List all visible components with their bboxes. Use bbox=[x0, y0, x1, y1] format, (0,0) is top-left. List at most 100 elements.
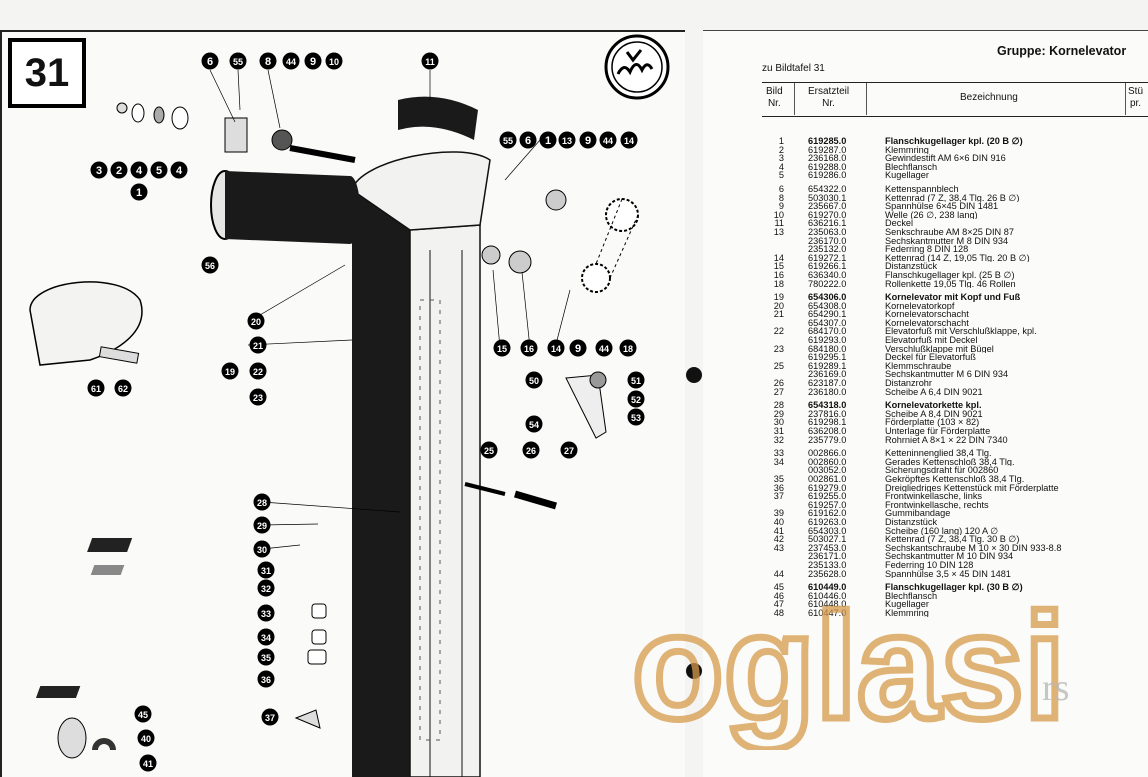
cell-bezeichnung: Kettenrad (14 Z, 19,05 Tlg. 20 B ∅) bbox=[885, 253, 1030, 263]
cell-ersatzteil: 619295.1 bbox=[808, 352, 847, 363]
cell-ersatzteil: 236171.0 bbox=[808, 551, 847, 562]
cell-ersatzteil: 654306.0 bbox=[808, 292, 847, 303]
callout-1: 1 bbox=[130, 183, 148, 201]
cell-bezeichnung: Verschlußklappe mit Bügel bbox=[885, 344, 994, 354]
punch-hole bbox=[686, 663, 702, 679]
cell-bezeichnung: Rollenkette 19,05 Tlg. 46 Rollen bbox=[885, 279, 1016, 289]
column-header-bild: Bild Nr. bbox=[766, 86, 783, 110]
group-title: Gruppe: Kornelevator bbox=[997, 44, 1127, 58]
column-divider bbox=[866, 83, 867, 115]
cell-ersatzteil: 619279.0 bbox=[808, 482, 847, 493]
column-header-line: Ersatzteil bbox=[808, 86, 850, 97]
cell-bezeichnung: Gerades Kettenschloß 38,4 Tlg. bbox=[885, 457, 1015, 467]
cell-ersatzteil: 619270.0 bbox=[808, 209, 847, 220]
cell-bezeichnung: Deckel für Elevatorfuß bbox=[885, 353, 976, 362]
cell-bezeichnung: Scheibe (160 lang) 120 A ∅ bbox=[885, 526, 999, 536]
callout-55: 55 bbox=[499, 131, 517, 149]
cell-bezeichnung: Ketteninnenglied 38,4 Tlg. bbox=[885, 449, 992, 458]
svg-text:6: 6 bbox=[207, 56, 213, 68]
column-header-bezeichnung: Bezeichnung bbox=[960, 92, 1018, 103]
table-row: 619295.1 Deckel für Elevatorfuß bbox=[762, 353, 1148, 362]
svg-text:4: 4 bbox=[136, 165, 143, 177]
svg-text:55: 55 bbox=[233, 57, 243, 67]
callout-33: 33 bbox=[257, 604, 275, 622]
cell-bezeichnung: Unterlage für Förderplatte bbox=[885, 427, 991, 436]
callout-52: 52 bbox=[627, 390, 645, 408]
cell-bezeichnung: Rohrniet A 8×1 × 22 DIN 7340 bbox=[885, 435, 1008, 445]
svg-text:6: 6 bbox=[525, 135, 531, 147]
claas-logo bbox=[604, 34, 670, 100]
sprocket-parts bbox=[481, 189, 639, 293]
cell-ersatzteil: 235628.0 bbox=[808, 568, 847, 579]
cell-bild: 14 bbox=[773, 252, 784, 263]
parts-list-sheet bbox=[703, 30, 1148, 777]
cell-bild: 32 bbox=[773, 434, 784, 445]
cell-ersatzteil: 636216.1 bbox=[808, 218, 847, 229]
cell-bild: 28 bbox=[773, 400, 784, 411]
callout-13: 13 bbox=[558, 131, 576, 149]
cell-bild: 41 bbox=[773, 525, 784, 536]
cell-bild: 16 bbox=[773, 269, 784, 280]
callout-35: 35 bbox=[257, 648, 275, 666]
svg-text:20: 20 bbox=[251, 317, 261, 327]
svg-text:23: 23 bbox=[253, 393, 263, 403]
callout-44: 44 bbox=[282, 52, 300, 70]
cell-bezeichnung: Förderplatte (103 × 82) bbox=[885, 418, 980, 427]
callout-16: 16 bbox=[520, 339, 538, 357]
cell-bezeichnung: Scheibe A 6,4 DIN 9021 bbox=[885, 387, 983, 397]
callout-36: 36 bbox=[257, 670, 275, 688]
elevator-shaft bbox=[351, 151, 491, 777]
cell-bezeichnung: Flanschkugellager kpl. (25 B ∅) bbox=[885, 270, 1015, 280]
callout-11: 11 bbox=[421, 52, 439, 70]
cell-bild: 1 bbox=[778, 136, 784, 146]
cell-bild: 4 bbox=[778, 161, 784, 172]
cell-bezeichnung: Kettenrad (7 Z, 38,4 Tlg. 30 B ∅) bbox=[885, 535, 1020, 544]
cell-bezeichnung: Frontwinkellasche, rechts bbox=[885, 500, 989, 510]
cell-bezeichnung: Klemmring bbox=[885, 145, 929, 155]
svg-text:53: 53 bbox=[631, 413, 641, 423]
svg-text:35: 35 bbox=[261, 653, 271, 663]
header-rule-bottom bbox=[762, 116, 1148, 117]
cell-bild: 43 bbox=[773, 542, 784, 553]
cell-ersatzteil: 619287.0 bbox=[808, 144, 847, 155]
callout-10: 10 bbox=[325, 52, 343, 70]
cell-bezeichnung: Sechskantmutter M 10 DIN 934 bbox=[885, 552, 1014, 561]
svg-text:1: 1 bbox=[136, 187, 142, 199]
cell-ersatzteil: 236168.0 bbox=[808, 153, 847, 164]
cell-bild: 15 bbox=[773, 261, 784, 272]
callout-62: 62 bbox=[114, 379, 132, 397]
callout-9: 9 bbox=[304, 52, 322, 70]
column-header-line: Bild bbox=[766, 86, 783, 97]
svg-text:13: 13 bbox=[562, 136, 572, 146]
cell-bezeichnung: Gewindestift AM 6×6 DIN 916 bbox=[885, 154, 1006, 163]
svg-text:1: 1 bbox=[545, 135, 551, 147]
cell-bezeichnung: Scheibe A 8,4 DIN 9021 bbox=[885, 409, 983, 419]
callout-1: 1 bbox=[539, 131, 557, 149]
callout-50: 50 bbox=[525, 371, 543, 389]
svg-text:54: 54 bbox=[529, 420, 539, 430]
cell-bezeichnung: Blechflansch bbox=[885, 591, 938, 601]
cell-bild: 35 bbox=[773, 473, 784, 484]
callout-15: 15 bbox=[493, 339, 511, 357]
cell-bezeichnung: Flanschkugellager kpl. (20 B ∅) bbox=[885, 137, 1023, 146]
callout-14: 14 bbox=[547, 339, 565, 357]
cell-bezeichnung: Sechskantmutter M 8 DIN 934 bbox=[885, 236, 1009, 246]
callout-9: 9 bbox=[579, 131, 597, 149]
bracket-parts bbox=[464, 371, 607, 510]
cell-ersatzteil: 619286.0 bbox=[808, 170, 847, 181]
callout-25: 25 bbox=[480, 441, 498, 459]
